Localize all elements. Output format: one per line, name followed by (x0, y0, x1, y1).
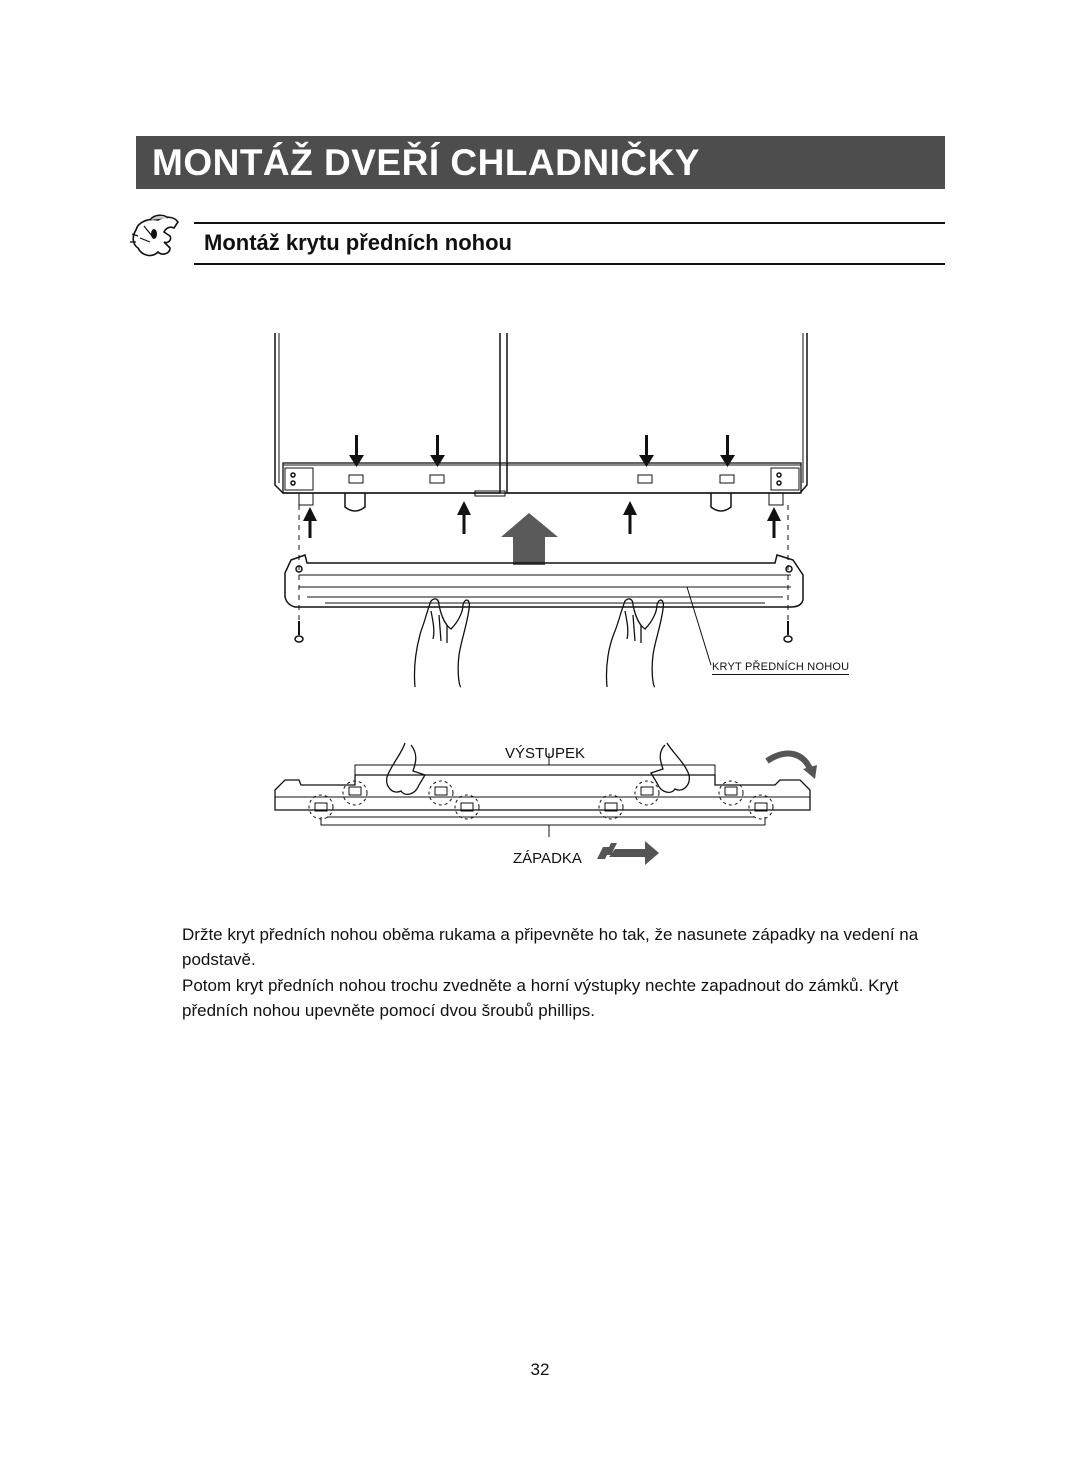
instructions-paragraph-2: Potom kryt předních nohou trochu zvednět… (182, 976, 899, 1020)
up-arrows (303, 501, 781, 565)
pointing-hand-mascot-icon (130, 214, 179, 257)
curved-arrow-icon (765, 750, 814, 773)
label-ledge: VÝSTUPEK (505, 745, 586, 762)
refrigerator-doors (274, 333, 808, 512)
title-bar: MONTÁŽ DVEŘÍ CHLADNIČKY (136, 136, 945, 189)
cover-detail-view (274, 742, 811, 837)
instructions-text: Držte kryt předních nohou oběma rukama a… (182, 922, 942, 1024)
label-front-leg-cover: KRYT PŘEDNÍCH NOHOU (712, 661, 850, 675)
slide-arrow-icon (597, 841, 659, 865)
hands-holding-cover (413, 598, 665, 688)
installation-diagram (274, 333, 817, 865)
section-subtitle: Montáž krytu předních nohou (204, 230, 512, 255)
page-title: MONTÁŽ DVEŘÍ CHLADNIČKY (152, 142, 700, 183)
screw-icons (294, 621, 793, 643)
down-arrows (349, 435, 735, 467)
section-rule-top (194, 222, 945, 224)
screw-guide-lines (298, 505, 789, 625)
section-rule-bottom (194, 263, 945, 265)
label-latch: ZÁPADKA (513, 850, 582, 867)
instructions-paragraph-1: Držte kryt předních nohou oběma rukama a… (182, 925, 919, 969)
front-leg-cover (284, 554, 804, 608)
page-number: 32 (530, 1360, 550, 1379)
